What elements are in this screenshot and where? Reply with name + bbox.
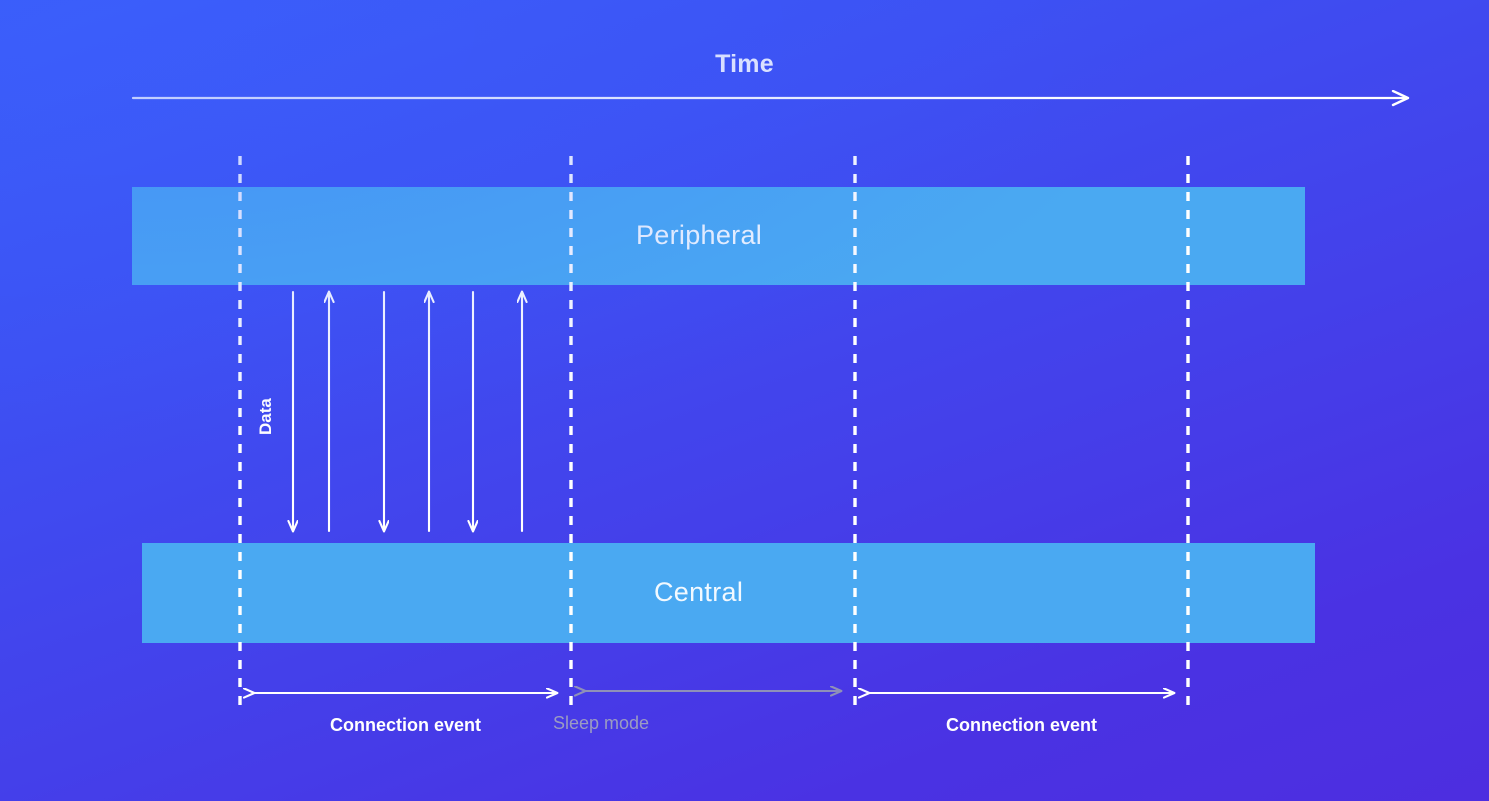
- connection-event-2-label: Connection event: [945, 715, 1097, 735]
- time-axis-label: Time: [715, 50, 774, 78]
- band-peripheral-rect: [132, 187, 1305, 285]
- sleep-mode-label: Sleep mode: [553, 713, 650, 733]
- interval-arrows: [254, 691, 1174, 693]
- event-markers: [238, 156, 1190, 706]
- connection-event-1-label: Connection event: [329, 715, 481, 735]
- central-band-label: Central: [654, 577, 744, 607]
- peripheral-band-label: Peripheral: [636, 220, 763, 250]
- data-flow-label: Data: [256, 398, 275, 435]
- band-central-rect: [142, 543, 1315, 643]
